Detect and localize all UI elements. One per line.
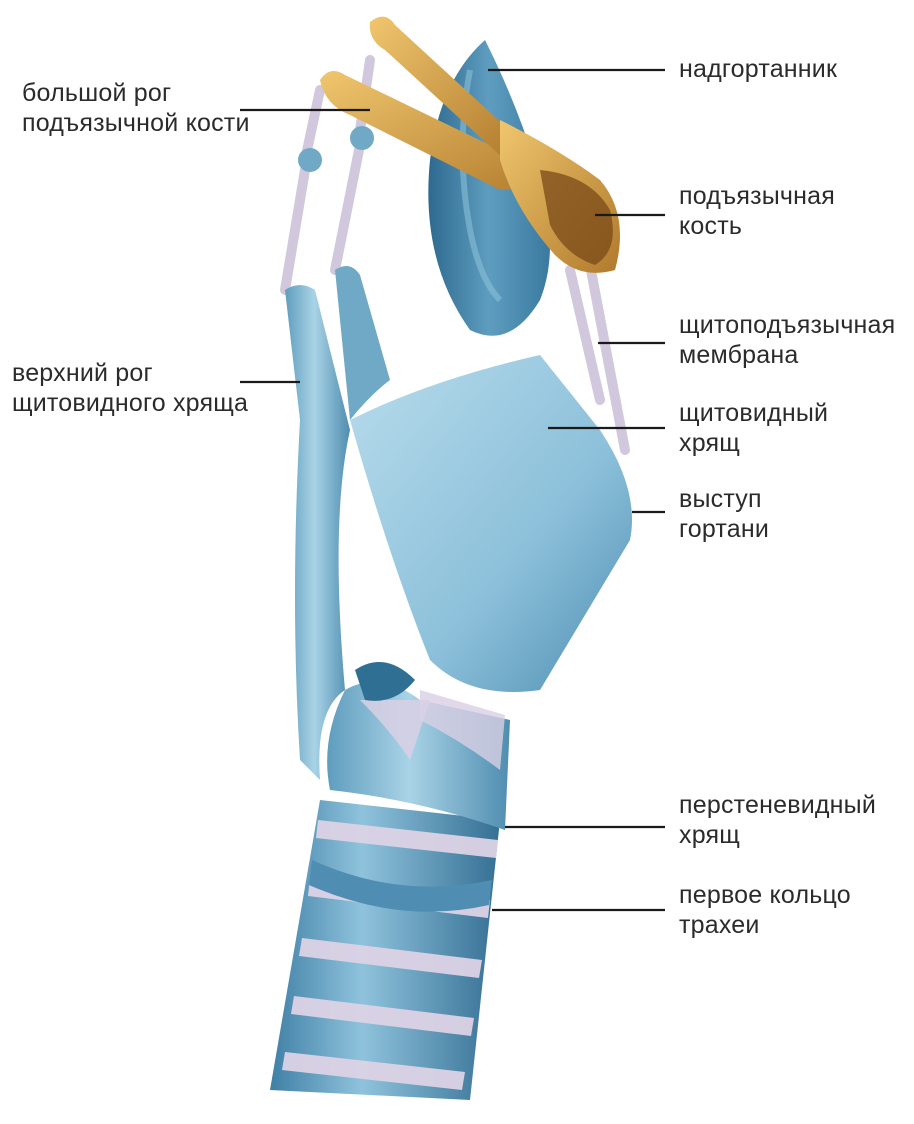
label-greater-horn-hyoid: большой рог подъязычной кости xyxy=(22,78,250,138)
label-laryngeal-prominence: выступ гортани xyxy=(679,484,769,544)
label-thyrohyoid-membrane: щитоподъязычная мембрана xyxy=(679,310,895,370)
label-thyroid-cartilage-line2: хрящ xyxy=(679,428,828,458)
label-greater-horn-hyoid-line1: большой рог xyxy=(22,78,250,108)
label-hyoid-bone-line2: кость xyxy=(679,211,835,241)
label-epiglottis-line1: надгортанник xyxy=(679,54,837,84)
label-thyrohyoid-membrane-line2: мембрана xyxy=(679,340,895,370)
label-greater-horn-hyoid-line2: подъязычной кости xyxy=(22,108,250,138)
label-laryngeal-prominence-line1: выступ xyxy=(679,484,769,514)
label-superior-horn-thyroid: верхний рог щитовидного хряща xyxy=(12,358,248,418)
label-hyoid-bone: подъязычная кость xyxy=(679,181,835,241)
label-superior-horn-thyroid-line1: верхний рог xyxy=(12,358,248,388)
label-laryngeal-prominence-line2: гортани xyxy=(679,514,769,544)
label-first-tracheal-ring: первое кольцо трахеи xyxy=(679,880,851,940)
label-first-tracheal-ring-line1: первое кольцо xyxy=(679,880,851,910)
label-thyroid-cartilage: щитовидный хрящ xyxy=(679,398,828,458)
label-thyroid-cartilage-line1: щитовидный xyxy=(679,398,828,428)
label-cricoid-cartilage-line1: перстеневидный xyxy=(679,790,876,820)
label-thyrohyoid-membrane-line1: щитоподъязычная xyxy=(679,310,895,340)
label-superior-horn-thyroid-line2: щитовидного хряща xyxy=(12,388,248,418)
label-cricoid-cartilage: перстеневидный хрящ xyxy=(679,790,876,850)
label-hyoid-bone-line1: подъязычная xyxy=(679,181,835,211)
trachea xyxy=(270,800,500,1100)
thyroid-cartilage-shape xyxy=(350,355,632,692)
label-first-tracheal-ring-line2: трахеи xyxy=(679,910,851,940)
label-epiglottis: надгортанник xyxy=(679,54,837,84)
label-cricoid-cartilage-line2: хрящ xyxy=(679,820,876,850)
